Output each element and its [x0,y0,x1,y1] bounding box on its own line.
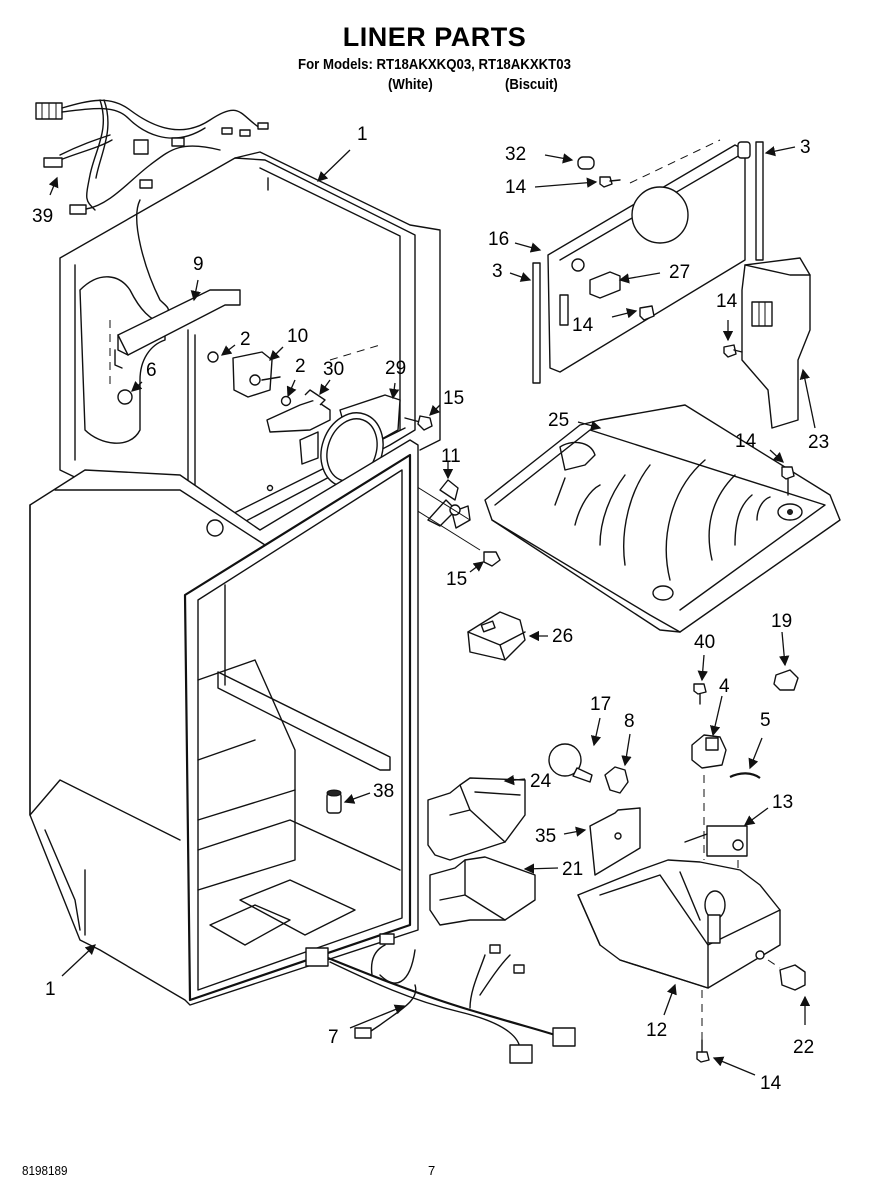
callout-14a: 14 [505,177,527,198]
callout-22: 22 [793,1037,814,1058]
callout-8: 8 [624,711,635,732]
callout-11: 11 [441,446,461,467]
callout-2b: 2 [295,356,306,377]
bracket-9 [114,289,241,369]
screw-14a [599,176,621,188]
callout-35: 35 [535,826,556,847]
callout-14b: 14 [572,315,594,336]
screw-14b [639,305,655,321]
model-color-white: (White) [388,76,433,93]
callout-32: 32 [505,144,526,165]
light-bulb-17 [548,743,593,783]
leader-lines [48,146,816,1076]
screw-15b [483,551,501,567]
damper-control-26 [467,611,526,661]
callout-12: 12 [646,1020,667,1041]
evaporator-cover-16 [547,139,751,373]
screw-15a [404,415,433,431]
callout-30: 30 [323,359,344,380]
callout-3a: 3 [800,137,811,158]
spacer-32 [577,156,595,170]
callout-27: 27 [669,262,690,283]
screw-40 [693,683,707,705]
callout-24: 24 [530,771,552,792]
nut-2a [207,351,219,363]
nut-2b [280,395,292,407]
callout-25: 25 [548,410,569,431]
callout-13: 13 [772,792,793,813]
fresh-food-liner [29,439,419,1006]
models-line: For Models: RT18AKXKQ03, RT18AKXKT03 [298,56,571,73]
callout-21: 21 [562,859,583,880]
callout-39: 39 [32,206,53,227]
callout-10: 10 [287,326,308,347]
control-10 [207,351,292,407]
light-socket-4 [691,734,727,860]
callout-14e: 14 [760,1073,782,1094]
page-title: LINER PARTS [342,22,527,52]
page-number: 7 [428,1163,436,1178]
callout-4: 4 [719,676,730,697]
callout-labels: 1 39 9 2 10 2 6 30 29 15 11 15 32 14 3 1… [32,124,829,1094]
callout-15a: 15 [443,388,464,409]
callout-29: 29 [385,358,406,379]
duct-cover-24 [427,777,526,861]
callout-5: 5 [760,710,771,731]
callout-23: 23 [808,432,829,453]
screw-14e [696,1039,710,1063]
freezer-floor-25 [484,404,841,633]
callout-3b: 3 [492,261,503,282]
air-duct-23 [741,257,811,429]
bracket-plate-35 [589,807,641,876]
document-number: 8198189 [22,1163,68,1178]
wire-harness-lower [305,933,576,1064]
duct-insulation-21 [429,856,536,926]
control-knob-22 [767,959,806,991]
wire-harness-upper [35,99,269,215]
model-color-biscuit: (Biscuit) [505,76,558,93]
light-switch-13 [684,825,748,940]
callout-1-top: 1 [357,124,368,145]
control-housing-12 [577,859,781,1050]
callout-14d: 14 [735,431,757,452]
light-socket-clip-8 [604,766,629,794]
screw-14c [723,344,743,358]
callout-6: 6 [146,360,157,381]
callout-17: 17 [590,694,611,715]
callout-38: 38 [373,781,394,802]
clip-19 [773,669,799,691]
plug-38 [326,789,342,814]
callout-40: 40 [694,632,715,653]
callout-19: 19 [771,611,792,632]
gasket-5 [729,772,761,779]
callout-9: 9 [193,254,204,275]
gasket-strip-3b [532,262,541,384]
callout-15b: 15 [446,569,467,590]
callout-2a: 2 [240,329,251,350]
knob-6 [109,320,133,405]
callout-14c: 14 [716,291,738,312]
callout-1-bottom: 1 [45,979,56,1000]
callout-26: 26 [552,626,573,647]
callout-7: 7 [328,1027,339,1048]
gasket-strip-3a [755,141,764,261]
screw-14d [781,466,795,496]
callout-16: 16 [488,229,509,250]
